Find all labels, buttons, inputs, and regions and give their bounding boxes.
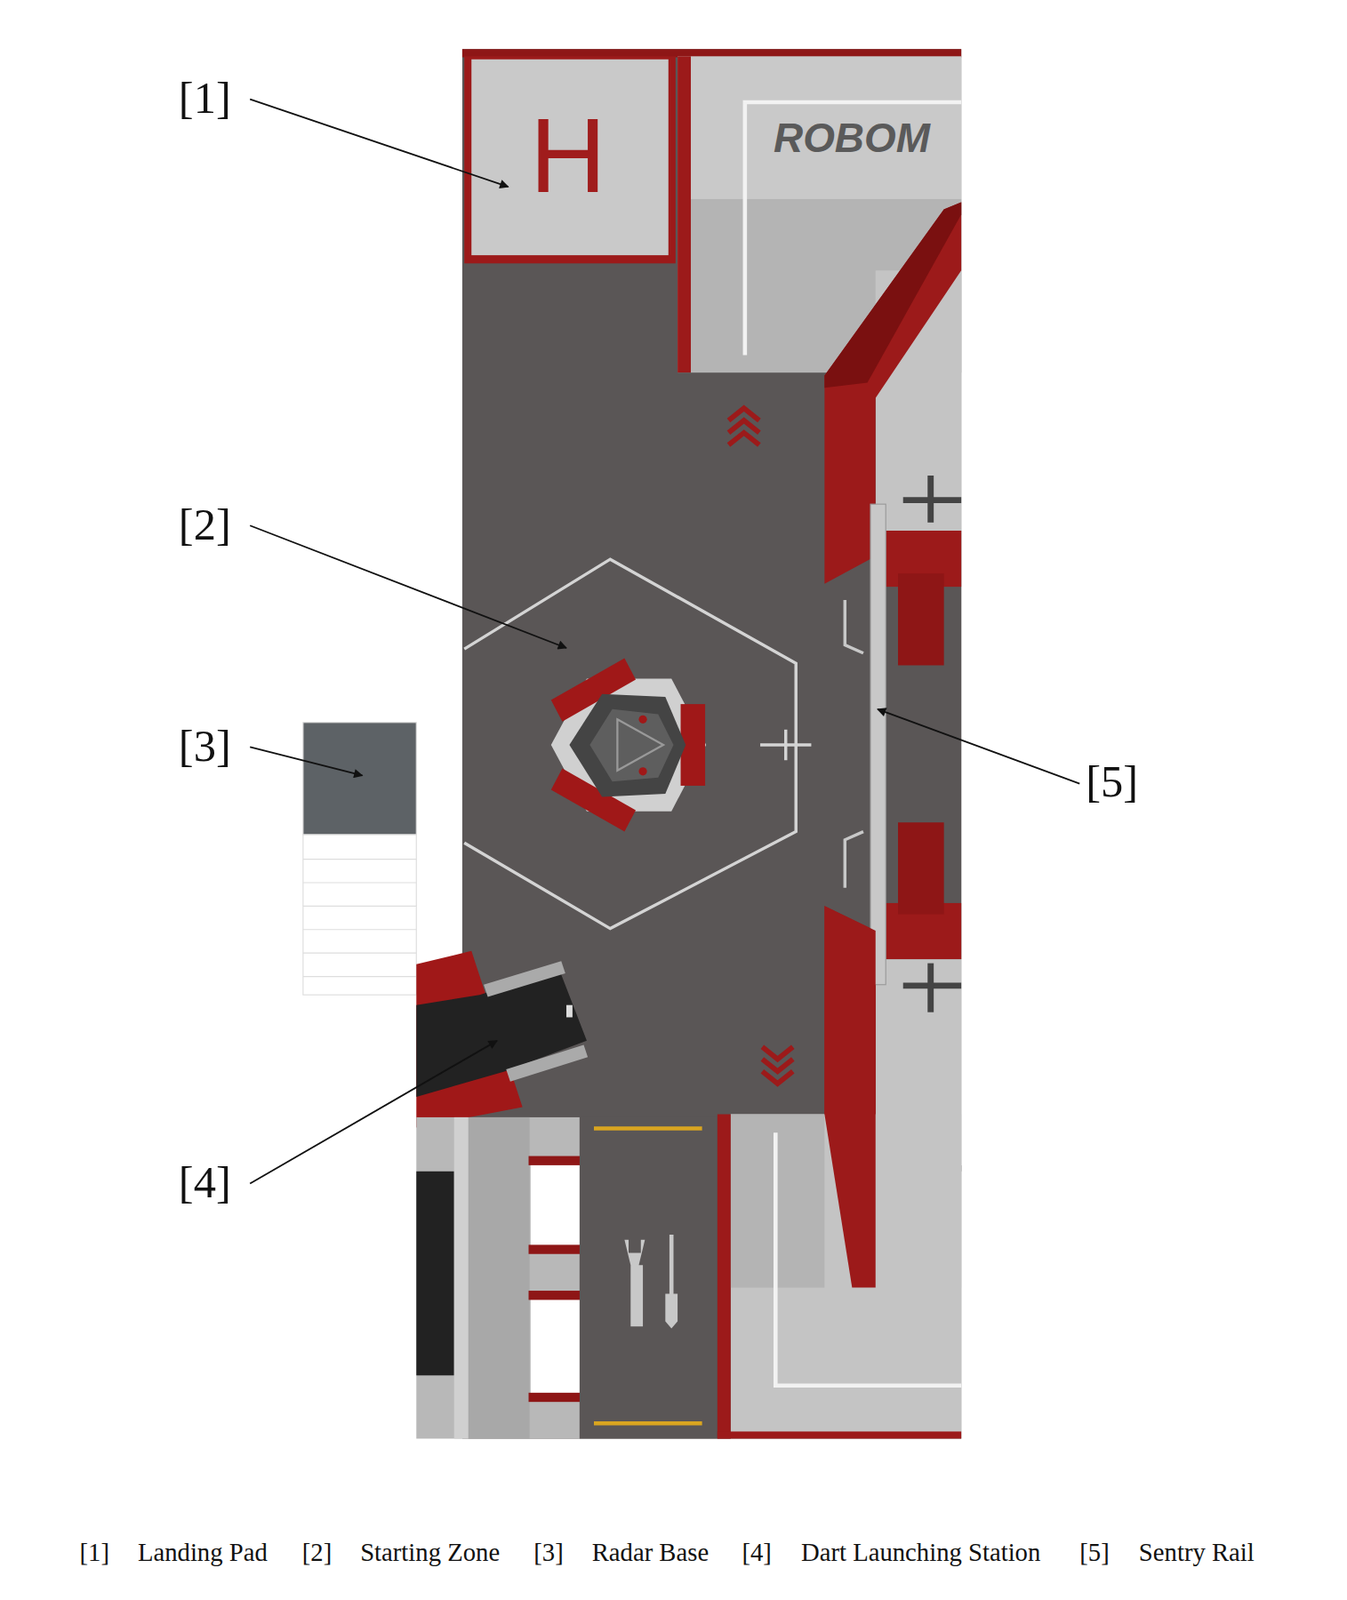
sentry-rail bbox=[870, 504, 886, 986]
panel-marking bbox=[775, 1132, 962, 1387]
caption-text: Dart Launching Station bbox=[801, 1539, 1041, 1565]
callout-number: [1] bbox=[178, 76, 232, 122]
supply-structure bbox=[416, 1117, 590, 1440]
callout-number: [5] bbox=[1085, 760, 1139, 806]
caption-number: [3] bbox=[533, 1539, 563, 1565]
direction-chevrons bbox=[728, 408, 793, 1084]
red-wall bbox=[824, 201, 962, 584]
red-wall-top bbox=[824, 201, 962, 388]
caption-number: [5] bbox=[1079, 1539, 1109, 1565]
radar-base bbox=[303, 722, 417, 995]
repair-zone bbox=[579, 1117, 718, 1440]
bottom-panel-edge bbox=[717, 1114, 731, 1440]
caption-text: Landing Pad bbox=[137, 1539, 268, 1565]
caption-text: Starting Zone bbox=[360, 1539, 500, 1565]
field-floor bbox=[462, 48, 962, 1439]
field-border bbox=[717, 1431, 962, 1439]
callout-number: [3] bbox=[178, 724, 232, 770]
red-block bbox=[898, 573, 945, 666]
landing-pad bbox=[464, 56, 676, 264]
callout-number: [4] bbox=[178, 1161, 232, 1207]
red-block bbox=[898, 822, 945, 915]
landing-pad-surface bbox=[471, 59, 669, 256]
pad-letter: H bbox=[529, 102, 607, 209]
starting-zone-outline bbox=[464, 559, 811, 929]
caption-number: [2] bbox=[302, 1539, 332, 1565]
leader-lines bbox=[249, 99, 1080, 1185]
dart-launcher bbox=[416, 951, 588, 1129]
rail-gap bbox=[882, 530, 962, 960]
caption-text: Radar Base bbox=[592, 1539, 709, 1565]
caption-number: [4] bbox=[741, 1539, 771, 1565]
top-panel-edge bbox=[677, 56, 691, 373]
base-structure bbox=[551, 657, 706, 832]
caption-text: Sentry Rail bbox=[1138, 1539, 1255, 1565]
logo-text: ROBOM bbox=[773, 117, 931, 159]
floor-marks bbox=[903, 475, 962, 1169]
zone-brackets bbox=[844, 600, 864, 889]
caption-number: [1] bbox=[80, 1539, 110, 1565]
callout-number: [2] bbox=[178, 503, 232, 549]
field-border bbox=[462, 48, 962, 57]
red-wall bbox=[824, 906, 875, 1288]
